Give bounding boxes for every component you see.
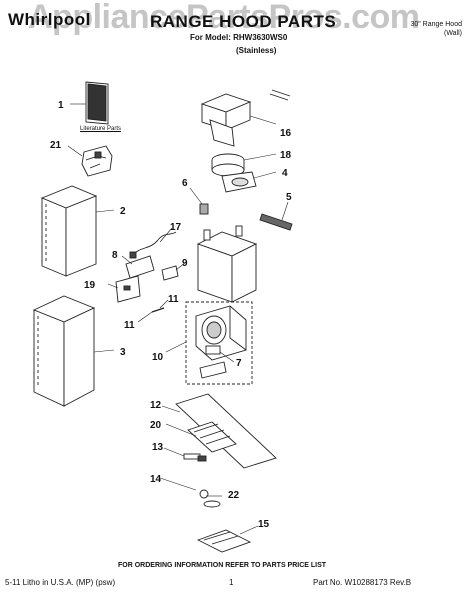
- part-motor-bracket: [199, 361, 227, 379]
- callout-12: 12: [150, 400, 162, 411]
- callout-14: 14: [150, 474, 162, 485]
- part-8-control: [125, 255, 155, 279]
- callout-1: 1: [58, 100, 64, 111]
- litho-info: 5-11 Litho in U.S.A. (MP) (psw): [5, 578, 116, 587]
- callout-19: 19: [84, 280, 96, 291]
- part-5-strip: [259, 213, 293, 231]
- callouts: 1 2 3 4 5 6 7 8 9 10 11 11 12 13 14 15 1…: [50, 100, 292, 530]
- callout-5: 5: [286, 192, 292, 203]
- page-title: RANGE HOOD PARTS: [150, 12, 337, 31]
- part-7-motor: [205, 345, 221, 355]
- part-housing-frame: [196, 225, 258, 303]
- callout-18: 18: [280, 150, 292, 161]
- part-number: Part No. W10288173 Rev.B: [313, 578, 412, 587]
- callout-8: 8: [112, 250, 118, 261]
- brand-logo: Whirlpool: [8, 10, 91, 29]
- part-3-lower-chimney: [32, 295, 96, 407]
- page-number: 1: [229, 578, 234, 587]
- callout-13: 13: [152, 442, 164, 453]
- callout-16: 16: [280, 128, 292, 139]
- hood-type: 30" Range Hood (Wall): [382, 20, 462, 38]
- callout-6: 6: [182, 178, 188, 189]
- part-18-damper: [211, 153, 245, 177]
- watermark: AppliancePartsPros.com: [28, 0, 420, 36]
- callout-2: 2: [120, 206, 126, 217]
- part-21: [81, 145, 113, 177]
- callout-9: 9: [182, 258, 188, 269]
- part-16-duct: [200, 89, 291, 147]
- callout-11a: 11: [168, 294, 179, 305]
- hood-type-line1: 30" Range Hood: [410, 21, 462, 28]
- part-9-switch: [161, 265, 179, 281]
- callout-22: 22: [228, 490, 240, 501]
- callout-15: 15: [258, 519, 270, 530]
- callout-3: 3: [120, 347, 126, 358]
- part-17-harness: [129, 231, 177, 259]
- literature-parts-label: Literature Parts: [80, 126, 122, 132]
- callout-4: 4: [282, 168, 288, 179]
- callout-21: 21: [50, 140, 62, 151]
- part-4-collar: [221, 171, 257, 193]
- part-20-filter: [187, 421, 237, 453]
- part-2-upper-chimney: [40, 185, 98, 277]
- part-13-bulb: [183, 453, 207, 462]
- callout-20: 20: [150, 420, 162, 431]
- callout-7: 7: [236, 358, 242, 369]
- part-22-socket: [199, 489, 221, 508]
- part-19-panel: [115, 275, 141, 303]
- blower-assembly-box: [185, 301, 253, 385]
- part-15-charcoal-filter: [196, 529, 252, 553]
- model-line: For Model: RHW3630WS0: [190, 33, 288, 42]
- part-11-screw: [151, 307, 165, 313]
- hood-type-line2: (Wall): [443, 30, 462, 37]
- part-literature: [85, 81, 109, 125]
- part-6-clip: [199, 203, 209, 215]
- callout-10: 10: [152, 352, 164, 363]
- variant-line: (Stainless): [236, 46, 277, 55]
- ordering-info: FOR ORDERING INFORMATION REFER TO PARTS …: [118, 562, 327, 569]
- callout-17: 17: [170, 222, 182, 233]
- callout-11b: 11: [124, 320, 135, 331]
- part-10-blower: [195, 305, 247, 361]
